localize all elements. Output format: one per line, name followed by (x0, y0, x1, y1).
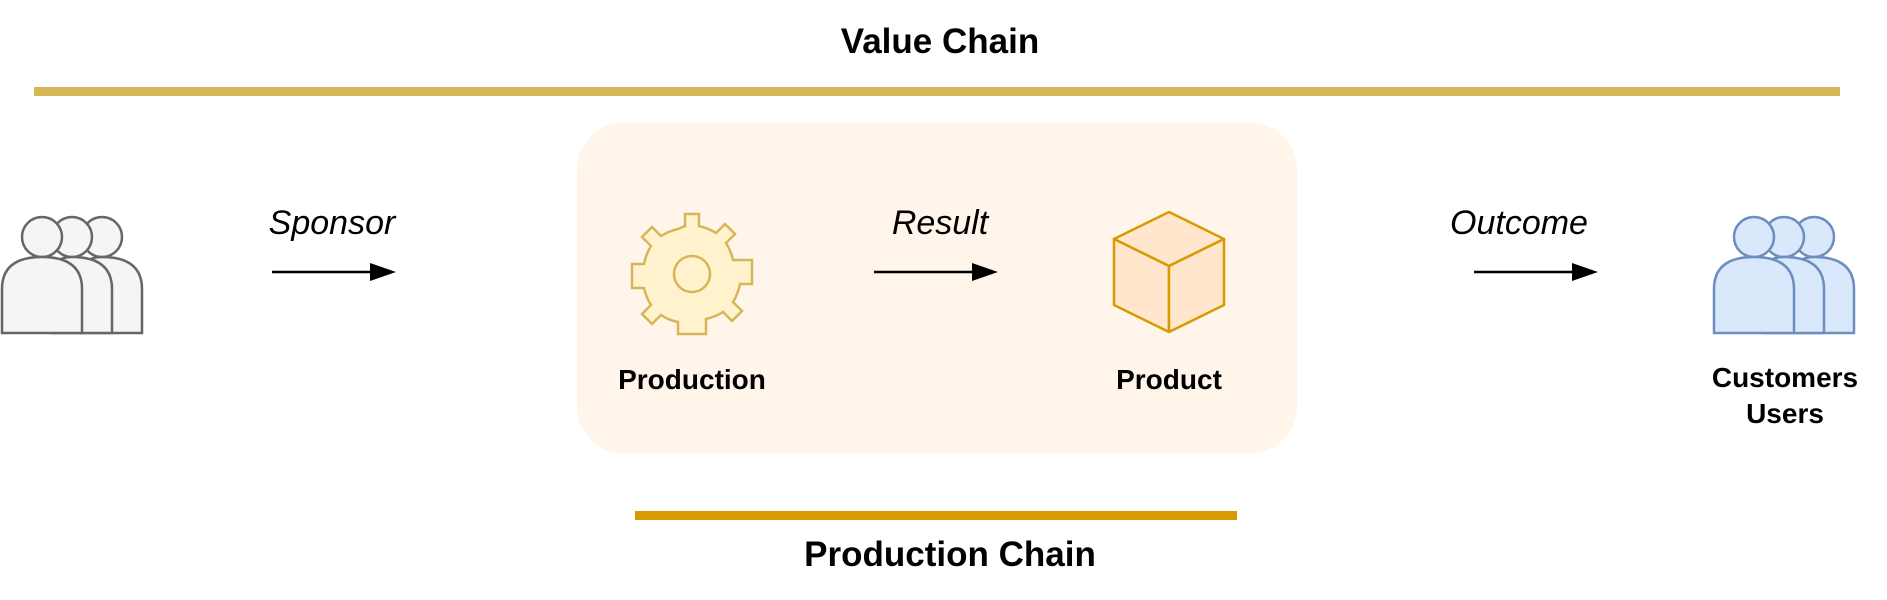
production-node (628, 210, 756, 338)
value-chain-title: Value Chain (840, 22, 1040, 61)
production-label: Production (618, 364, 766, 395)
result-arrow (874, 262, 1000, 282)
production-chain-title: Production Chain (804, 535, 1096, 574)
customers-label: Customers Users (1685, 360, 1885, 432)
customers-label-line2: Users (1746, 398, 1824, 429)
sponsors-node (0, 209, 146, 337)
group-users-icon (1712, 215, 1856, 335)
cube-icon (1112, 210, 1226, 334)
sponsor-arrow (272, 262, 398, 282)
outcome-edge-label: Outcome (1450, 204, 1588, 242)
customers-label-line1: Customers (1711, 362, 1859, 393)
sponsor-edge-label: Sponsor (268, 204, 396, 242)
product-label: Product (1116, 364, 1222, 395)
group-users-icon (0, 215, 144, 335)
production-chain-bar (635, 511, 1237, 520)
outcome-arrow (1474, 262, 1600, 282)
gear-icon (630, 212, 754, 336)
product-node (1110, 208, 1228, 336)
value-chain-bar (34, 87, 1840, 96)
customers-node (1712, 209, 1858, 337)
result-edge-label: Result (891, 204, 989, 242)
